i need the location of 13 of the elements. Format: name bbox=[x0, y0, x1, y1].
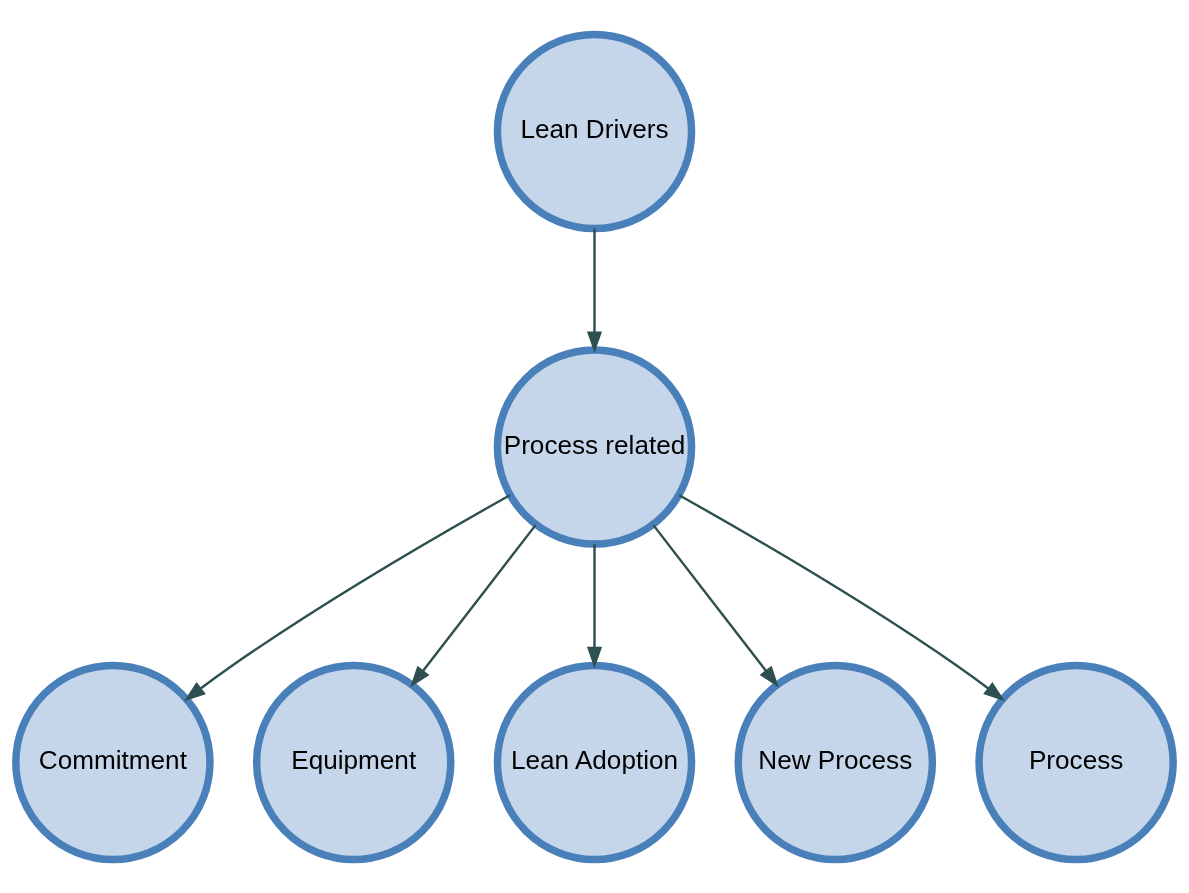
arrow bbox=[652, 523, 779, 687]
node-circle: Process related bbox=[493, 345, 696, 548]
node-circle: Commitment bbox=[12, 661, 214, 863]
arrow bbox=[184, 493, 511, 701]
arrow bbox=[586, 228, 603, 353]
arrow bbox=[586, 543, 603, 669]
node-circle: Equipment bbox=[252, 661, 455, 863]
node-circle: Lean Adoption bbox=[493, 661, 696, 863]
arrow bbox=[678, 493, 1005, 701]
arrow bbox=[410, 523, 537, 687]
node-circle: New Process bbox=[734, 661, 937, 863]
node-circle: Lean Drivers bbox=[493, 30, 696, 232]
node-circle: Process bbox=[975, 661, 1177, 863]
